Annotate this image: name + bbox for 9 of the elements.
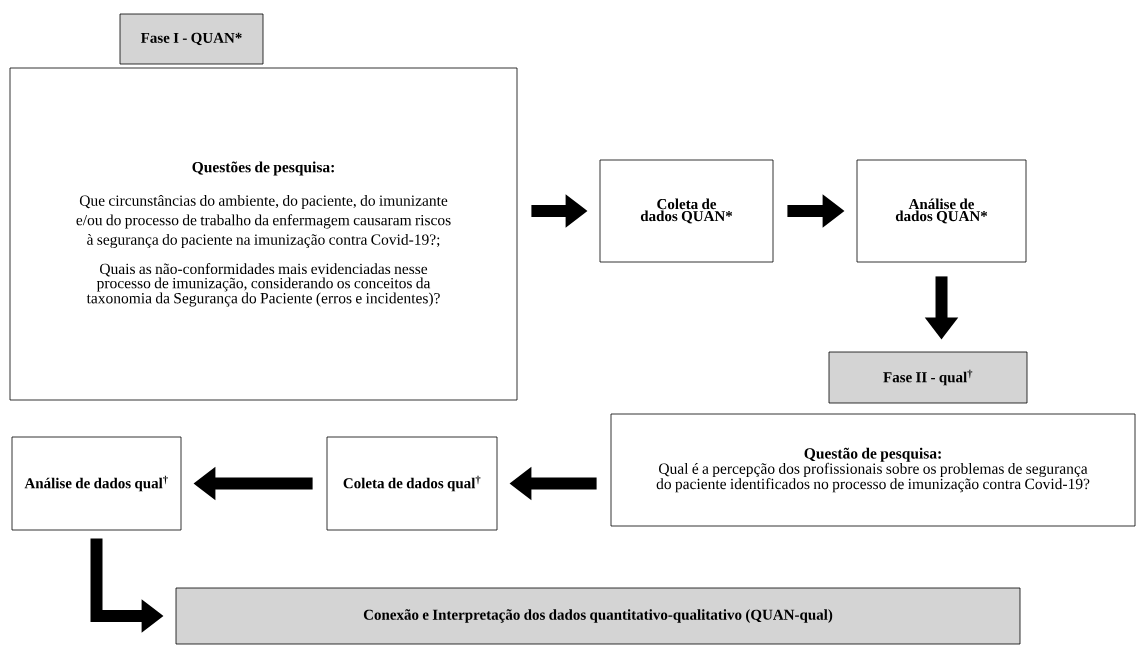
process-box: Análise de dados QUAN* [856,159,1027,263]
process-box: Coleta de dados qual$^{†}$ [326,436,498,531]
question-box: Questões de pesquisa: Que circunstâncias do ambiente, do paciente, do imunizante e/ou do processo de trabalho da enfermagem causaram riscos à segurança do paciente na imunização contra Covid-19?; Quais as não-conformidades mais evidenciadas nesse processo de imunização, considerando os conceitos da taxonomia da Segurança do Paciente (erros e incidentes)? [9,67,518,401]
process-box: Coleta de dados QUAN* [599,159,774,263]
phase-box: Fase I - QUAN* [119,13,264,65]
phase-box: Fase II - qual$^{†}$ [828,351,1028,404]
question-box: Questão de pesquisa: Qual é a percepção dos profissionais sobre os problemas de segurança do paciente identificados no processo de imunização contra Covid-19? [610,413,1136,527]
phase-box: Conexão e Interpretação dos dados quantitativo-qualitativo (QUAN-qual) [175,587,1021,645]
process-box: Análise de dados qual$^{†}$ [11,436,182,531]
